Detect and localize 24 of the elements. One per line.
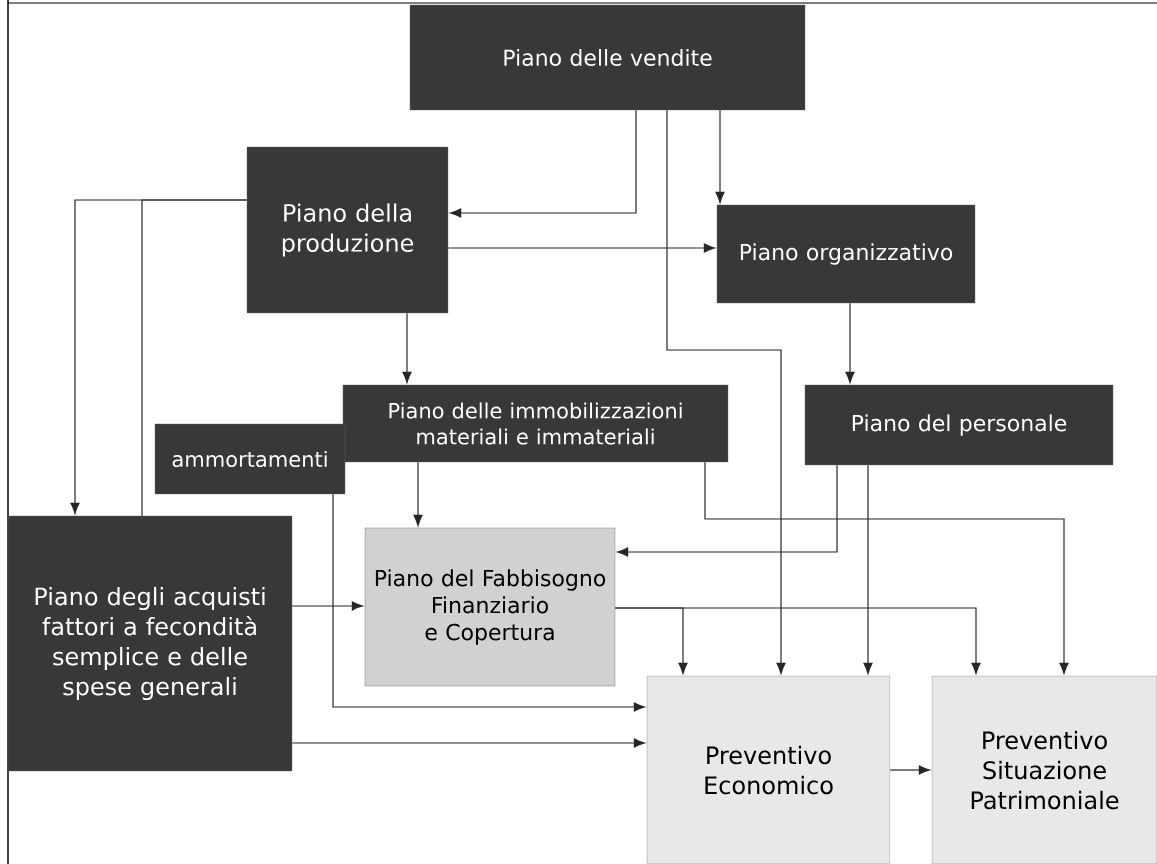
plan-box: Piano degli acquisti fattori a fecondità semplice e delle spese generali xyxy=(7,515,293,772)
arrow xyxy=(863,464,873,674)
plan-box: Piano delle vendite xyxy=(409,4,806,111)
plan-box: Piano organizzativo xyxy=(716,204,976,304)
arrow xyxy=(614,607,981,674)
arrow xyxy=(666,109,786,674)
arrow xyxy=(413,461,423,526)
arrow xyxy=(845,302,855,383)
arrow xyxy=(617,464,838,557)
arrow xyxy=(450,109,637,218)
plan-box: Piano della produzione xyxy=(246,146,449,314)
plan-box: ammortamenti xyxy=(154,423,346,495)
arrow xyxy=(704,461,1069,674)
arrow xyxy=(715,109,725,203)
arrow xyxy=(402,312,412,383)
result-box: Preventivo Economico xyxy=(646,675,891,864)
arrow xyxy=(291,738,645,748)
arrow xyxy=(889,765,930,775)
arrow xyxy=(291,601,363,611)
arrow xyxy=(332,493,645,712)
arrow xyxy=(447,243,715,253)
plan-box: Piano del Fabbisogno Finanziario e Copertura xyxy=(364,527,616,687)
plan-box: Piano del personale xyxy=(804,384,1114,466)
result-box: Preventivo Situazione Patrimoniale xyxy=(931,675,1157,864)
